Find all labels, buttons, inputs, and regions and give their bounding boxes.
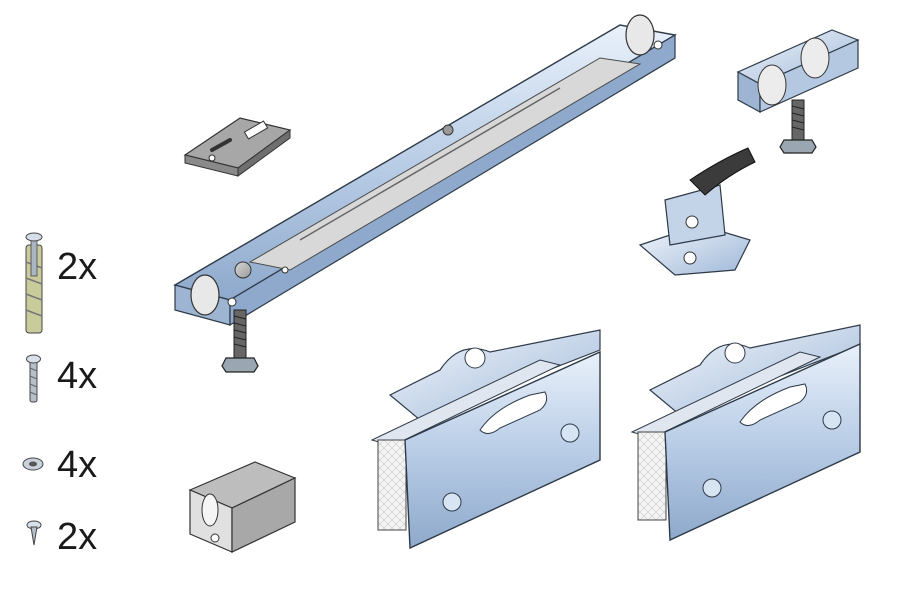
screw-quantity: 4x (57, 355, 98, 397)
nut-icon (22, 457, 44, 471)
rail-track-icon (173, 14, 677, 373)
wall-plug-screw-quantity: 2x (57, 246, 98, 288)
small-screw-quantity: 2x (57, 516, 98, 558)
mounting-plate-icon (183, 117, 292, 177)
guide-block-icon (188, 461, 297, 553)
wall-plug-screw-icon (25, 232, 43, 334)
glass-clamp-left-icon (370, 329, 601, 550)
nut-quantity: 4x (57, 444, 98, 486)
glass-clamp-right-icon (630, 324, 861, 542)
stopper-clip-icon (638, 147, 756, 276)
screw-icon (26, 354, 41, 403)
small-screw-icon (26, 520, 42, 546)
roller-carriage-icon (736, 29, 860, 154)
